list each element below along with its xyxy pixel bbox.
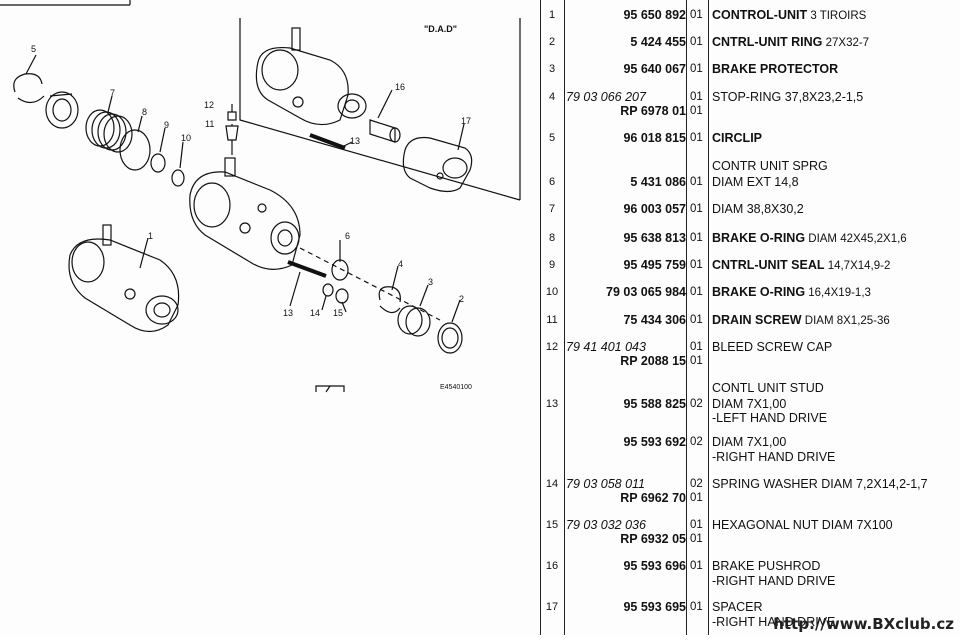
parts-table: 1 95 650 892 01 CONTROL-UNIT 3 TIROIRS 2… bbox=[540, 0, 960, 635]
callout-15: 15 bbox=[333, 308, 344, 318]
callout-1: 1 bbox=[148, 231, 154, 241]
callout-16: 16 bbox=[395, 82, 406, 92]
callout-8: 8 bbox=[142, 107, 148, 117]
callout-6: 6 bbox=[345, 231, 351, 241]
callout-13-upper: 13 bbox=[350, 136, 361, 146]
callout-2: 2 bbox=[459, 294, 465, 304]
callout-14: 14 bbox=[310, 308, 321, 318]
callout-7: 7 bbox=[110, 88, 116, 98]
column-rule bbox=[540, 0, 541, 635]
exploded-diagram: 5 7 8 9 10 12 11 1 16 17 13 6 4 3 2 13 1… bbox=[0, 0, 521, 393]
exploded-view-drawing bbox=[0, 0, 521, 393]
callout-9: 9 bbox=[164, 120, 170, 130]
callout-11: 11 bbox=[205, 119, 215, 129]
dad-label: "D.A.D" bbox=[424, 24, 458, 34]
callout-10: 10 bbox=[181, 133, 192, 143]
callout-3: 3 bbox=[428, 277, 434, 287]
callout-13-lower: 13 bbox=[283, 308, 294, 318]
callout-12: 12 bbox=[204, 100, 215, 110]
callout-5: 5 bbox=[31, 44, 37, 54]
figure-code: E4540100 bbox=[440, 384, 472, 391]
watermark-link[interactable]: http://www.BXclub.cz bbox=[773, 615, 954, 633]
callout-17: 17 bbox=[461, 116, 472, 126]
callout-4: 4 bbox=[398, 259, 404, 269]
